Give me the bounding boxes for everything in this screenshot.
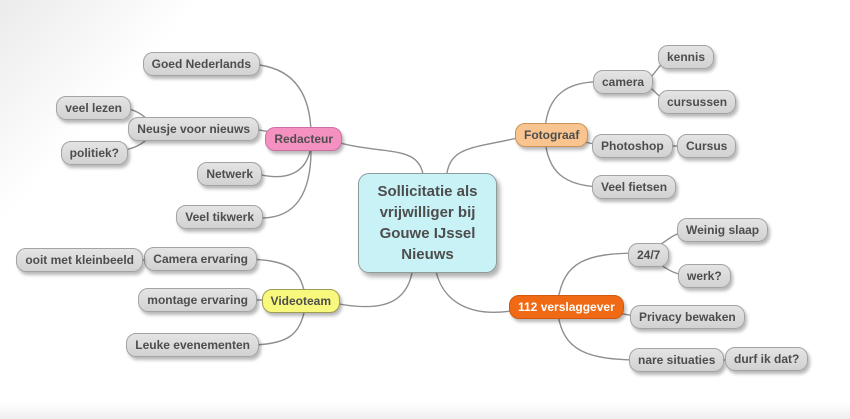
connector bbox=[249, 144, 312, 219]
node-goed-nederlands[interactable]: Goed Nederlands bbox=[142, 52, 260, 77]
node-leuke-evenementen[interactable]: Leuke evenementen bbox=[126, 333, 259, 358]
node-nare-situaties[interactable]: nare situaties bbox=[629, 348, 725, 373]
node-netwerk[interactable]: Netwerk bbox=[197, 162, 262, 187]
node-veel-lezen[interactable]: veel lezen bbox=[56, 96, 131, 121]
node-videoteam[interactable]: Videoteam bbox=[261, 289, 340, 314]
node-24-7[interactable]: 24/7 bbox=[628, 243, 670, 268]
connector bbox=[557, 314, 643, 361]
connector bbox=[445, 134, 531, 186]
node-neusje-voor-nieuws[interactable]: Neusje voor nieuws bbox=[128, 117, 259, 142]
node-camera-ervaring[interactable]: Camera ervaring bbox=[144, 247, 257, 272]
node-camera[interactable]: camera bbox=[593, 70, 654, 95]
connector bbox=[247, 307, 306, 346]
connector bbox=[329, 139, 425, 186]
node-cursussen[interactable]: cursussen bbox=[658, 90, 737, 115]
node-fotograaf[interactable]: Fotograaf bbox=[515, 123, 589, 148]
connector bbox=[244, 63, 312, 133]
node-werk[interactable]: werk? bbox=[678, 264, 731, 289]
node-veel-fietsen[interactable]: Veel fietsen bbox=[592, 175, 677, 200]
node-montage-ervaring[interactable]: montage ervaring bbox=[138, 288, 257, 313]
node-112-verslaggever[interactable]: 112 verslaggever bbox=[509, 295, 624, 320]
connector bbox=[557, 252, 641, 301]
node-photoshop[interactable]: Photoshop bbox=[592, 134, 673, 159]
node-ooit-met-kleinbeeld[interactable]: ooit met kleinbeeld bbox=[16, 248, 143, 273]
node-veel-tikwerk[interactable]: Veel tikwerk bbox=[176, 205, 263, 230]
node-weinig-slaap[interactable]: Weinig slaap bbox=[677, 218, 769, 243]
node-redacteur[interactable]: Redacteur bbox=[265, 127, 342, 152]
node-privacy-bewaken[interactable]: Privacy bewaken bbox=[630, 305, 745, 330]
node-cursus[interactable]: Cursus bbox=[677, 134, 737, 159]
node-kennis[interactable]: kennis bbox=[658, 45, 715, 70]
node-root[interactable]: Sollicitatie als vrijwilliger bij Gouwe … bbox=[358, 173, 497, 273]
node-durf-ik-dat[interactable]: durf ik dat? bbox=[725, 347, 809, 372]
node-politiek[interactable]: politiek? bbox=[60, 141, 128, 166]
